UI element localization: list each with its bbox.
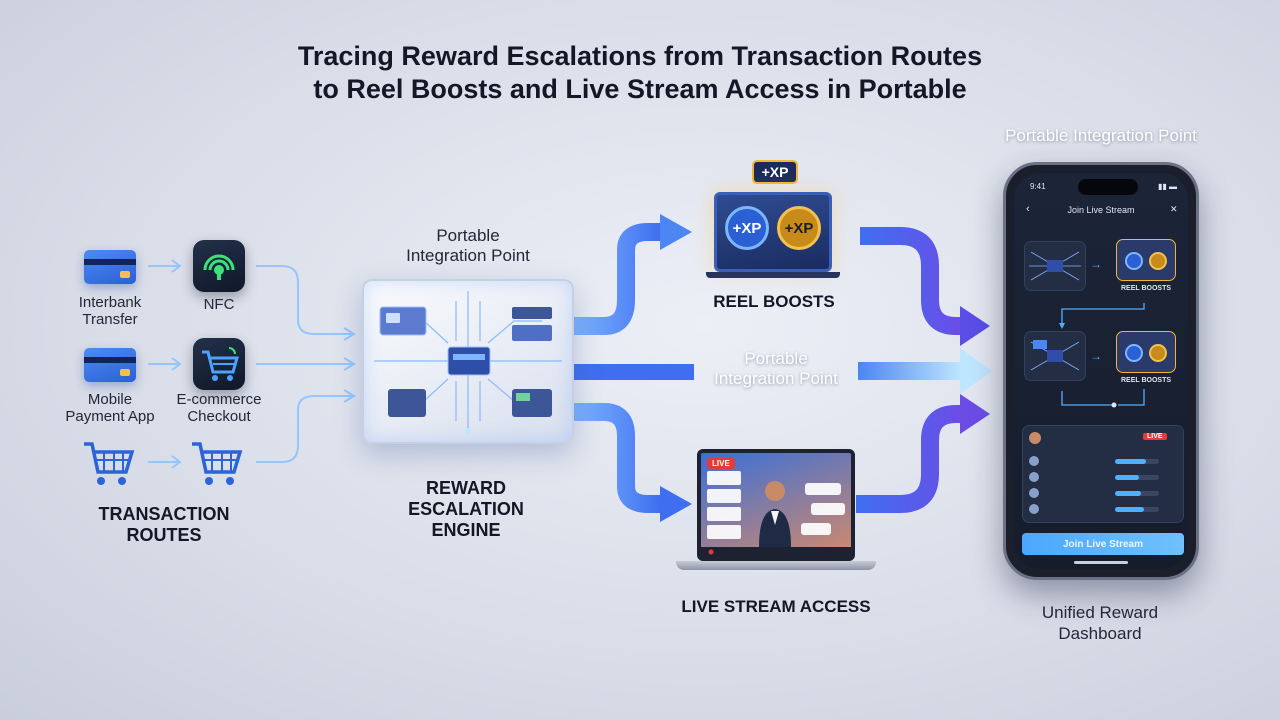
phone-xp-thumbnail-2 [1116,331,1176,373]
xp-badge: +XP [752,160,798,184]
arrowhead-phone-bottom [960,394,990,434]
live-stream-laptop-base [676,561,876,570]
progress-fill [1115,475,1140,480]
reel-boosts-laptop-base [706,272,840,278]
cart-icon-right [190,438,244,488]
connector-arrowhead-2 [171,357,182,371]
heading-reward-escalation-engine: REWARD ESCALATION ENGINE [408,478,524,540]
live-badge: LIVE [707,458,735,469]
phone-reel-boosts-label-2: REEL BOOSTS [1120,377,1172,384]
flow-middle-to-phone [858,362,962,380]
connector-arrowhead-5 [343,357,356,371]
phone-mockup: 9:41 ▮▮ ▬ ‹ Join Live Stream ✕ → REEL BO… [1003,162,1199,580]
title-line-1: Tracing Reward Escalations from Transact… [297,41,983,71]
phone-notch [1078,179,1138,195]
xp-coin-right: +XP [777,206,821,250]
avatar [1029,432,1041,444]
connector-arrowhead-4 [343,327,356,341]
progress-fill [1115,491,1142,496]
phone-flow-arrow-2: → [1090,349,1102,363]
phone-flow-arrow-1: → [1090,257,1102,271]
reel-boosts-laptop: +XP +XP [714,192,832,272]
flow-engine-middle [574,364,694,380]
arrowhead-live-stream [660,486,692,522]
cart-icon-left [82,438,136,488]
label-phone-integration-point: Portable Integration Point [1005,126,1197,145]
progress-fill [1115,459,1146,464]
back-chevron-icon[interactable]: ‹ [1026,203,1030,215]
progress-fill [1115,507,1144,512]
title-line-2: to Reel Boosts and Live Stream Access in… [313,74,967,104]
mobile-payment-card-icon [84,348,136,382]
heading-transaction-routes: TRANSACTION ROUTES [98,504,230,545]
phone-xp-thumbnail [1116,239,1176,281]
live-stream-laptop: LIVE [697,449,855,561]
label-middle-integration-point: Portable Integration Point [714,349,838,388]
live-stream-presenter-icon [701,471,851,557]
phone-screen: 9:41 ▮▮ ▬ ‹ Join Live Stream ✕ → REEL BO… [1014,173,1188,569]
connector-cart-engine [256,395,352,463]
phone-reel-boosts-label-1: REEL BOOSTS [1120,285,1172,292]
ecommerce-cart-icon [193,338,245,390]
flow-engine-to-live-stream [574,403,660,513]
phone-status-time: 9:41 [1030,182,1046,191]
flow-engine-to-reel-boosts [574,223,660,335]
home-indicator [1074,561,1128,564]
connector-nfc-engine [256,265,352,335]
phone-engine-thumbnail [1024,241,1086,291]
interbank-card-icon [84,250,136,284]
phone-screen-title: Join Live Stream [1067,205,1135,215]
phone-live-tag: LIVE [1143,433,1167,440]
diagram-title: Tracing Reward Escalations from Transact… [0,40,1280,106]
heading-live-stream-access: LIVE STREAM ACCESS [681,597,871,616]
connector-arrowhead-3 [171,455,182,469]
arrowhead-phone-top [960,306,990,346]
reward-escalation-engine-board [362,279,574,444]
circuit-board-icon [374,291,562,434]
phone-stats-panel: LIVE [1022,425,1184,523]
nfc-icon [193,240,245,292]
phone-engine-thumbnail-2 [1024,331,1086,381]
label-mobile-payment-app: Mobile Payment App [65,391,155,425]
flow-reel-boosts-to-phone [860,227,962,335]
close-icon[interactable]: ✕ [1170,204,1178,214]
label-interbank-transfer: Interbank Transfer [78,294,142,328]
label-ecommerce-checkout: E-commerce Checkout [176,391,262,425]
join-live-stream-button[interactable]: Join Live Stream [1022,533,1184,555]
heading-reel-boosts: REEL BOOSTS [713,292,835,311]
label-engine-integration-point: Portable Integration Point [406,226,530,265]
phone-flow-loop [1059,303,1145,408]
arrowhead-reel-boosts [660,214,692,250]
source-connectors [148,259,356,469]
label-nfc: NFC [203,296,235,313]
connector-arrowhead-6 [343,389,356,403]
xp-coin-left: +XP [725,206,769,250]
arrowhead-phone-middle [960,348,992,394]
flow-live-stream-to-phone [856,405,962,513]
phone-status-icons: ▮▮ ▬ [1158,182,1178,191]
connector-arrowhead-1 [171,259,182,273]
label-unified-reward-dashboard: Unified Reward Dashboard [1041,603,1159,643]
